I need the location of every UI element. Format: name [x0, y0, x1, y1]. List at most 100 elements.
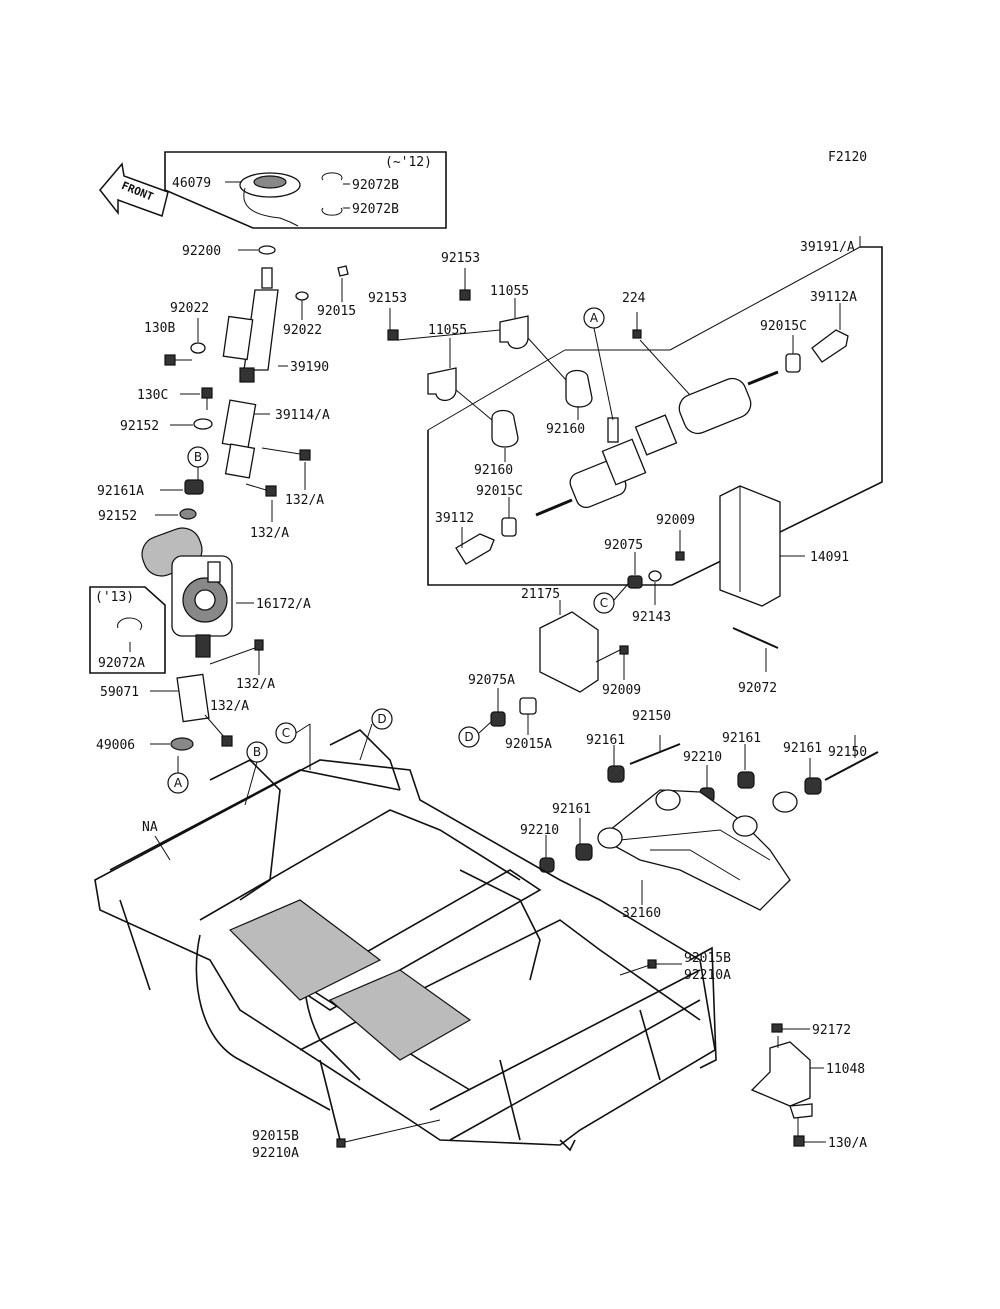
label-92160: 92160	[474, 463, 513, 478]
callout-D-frame: D	[371, 708, 393, 730]
label-130c: 130C	[137, 388, 168, 403]
label-49006: 49006	[96, 738, 135, 753]
label-39190: 39190	[290, 360, 329, 375]
label-21175: 21175	[521, 587, 560, 602]
frame-fasteners-left: 92015B 92210A	[252, 1119, 441, 1161]
lower-joint-group: 132/A 59071 132/A 49006	[96, 639, 275, 753]
label-16172a: 16172/A	[256, 597, 311, 612]
label-92152: 92152	[120, 419, 159, 434]
tie-rod-end-icon	[811, 329, 849, 363]
label-92161: 92161	[783, 741, 822, 756]
manual-pouch-icon	[719, 485, 781, 607]
tie-rod-end-icon	[455, 533, 495, 565]
callout-B-top: B	[187, 446, 209, 468]
label-92172: 92172	[812, 1023, 851, 1038]
label-92210: 92210	[683, 750, 722, 765]
label-92072a: 92072A	[98, 656, 145, 671]
label-92161: 92161	[552, 802, 591, 817]
clamp-icon	[427, 367, 457, 401]
clamp-icon	[499, 315, 529, 349]
label-92150: 92150	[632, 709, 671, 724]
steering-rack-group: 39191/A A 224 92015C 39112A 39112 92015C	[368, 236, 883, 586]
figure-code: F2120	[828, 150, 867, 165]
label-92075: 92075	[604, 538, 643, 553]
callout-B-frame: B	[246, 741, 268, 763]
label-92161: 92161	[722, 731, 761, 746]
label-11055: 11055	[428, 323, 467, 338]
callout-A-left: A	[167, 772, 189, 794]
bushing-icon	[565, 369, 593, 408]
controller-group: 92009 92075 92143 C 21175 92009 92075A 9…	[458, 513, 695, 752]
circlip-icon	[117, 617, 143, 631]
label-39114a: 39114/A	[275, 408, 330, 423]
label-39112: 39112	[435, 511, 474, 526]
label-92072b: 92072B	[352, 202, 399, 217]
ecu-icon	[539, 611, 599, 693]
label-92153: 92153	[441, 251, 480, 266]
callout-D-rack: D	[458, 726, 480, 748]
label-92210: 92210	[520, 823, 559, 838]
bracket-group: 92172 11048 130/A	[750, 1023, 867, 1151]
nut-icon	[337, 265, 349, 277]
label-92022: 92022	[283, 323, 322, 338]
power-steering-unit: 16172/A	[141, 527, 311, 658]
inset-box-early: (~'12) 46079 92072B 92072B	[164, 151, 447, 229]
front-arrow-icon: FRONT	[99, 162, 169, 217]
label-92015b: 92015B	[684, 951, 731, 966]
shaft-top-icon	[261, 267, 273, 289]
label-14091: 14091	[810, 550, 849, 565]
label-132a: 132/A	[236, 677, 275, 692]
label-130a: 130/A	[828, 1136, 867, 1151]
washer-icon	[258, 245, 276, 255]
label-92075a: 92075A	[468, 673, 515, 688]
label-92015c: 92015C	[476, 484, 523, 499]
label-92150: 92150	[828, 745, 867, 760]
speed-sensor-cap-icon	[239, 172, 301, 227]
label-92210a: 92210A	[252, 1146, 299, 1161]
label-92200: 92200	[182, 244, 221, 259]
svg-text:B: B	[194, 450, 202, 464]
year-note-late: ('13)	[95, 590, 134, 605]
label-130b: 130B	[144, 321, 175, 336]
owners-pouch-group: 14091 92072	[719, 485, 849, 696]
svg-text:B: B	[253, 745, 261, 759]
rack-and-pinion-icon	[535, 327, 779, 517]
a-arm-group: 92150 92150 92161 92161 92161 92161 9221…	[520, 709, 879, 921]
label-92161a: 92161A	[97, 484, 144, 499]
svg-text:D: D	[377, 712, 386, 726]
bushing-icon	[491, 409, 519, 448]
label-132a: 132/A	[210, 699, 249, 714]
label-39191a: 39191/A	[800, 240, 855, 255]
inset-box-late: ('13) 92072A	[89, 586, 166, 674]
svg-text:A: A	[174, 776, 183, 790]
label-92015c: 92015C	[760, 319, 807, 334]
label-46079: 46079	[172, 176, 211, 191]
circlip-icon	[321, 207, 343, 216]
callout-A-rack: A	[583, 307, 605, 329]
svg-text:C: C	[282, 726, 290, 740]
label-92009: 92009	[656, 513, 695, 528]
callout-C-rack: C	[593, 592, 615, 614]
svg-text:A: A	[590, 311, 599, 325]
label-92009: 92009	[602, 683, 641, 698]
label-92153: 92153	[368, 291, 407, 306]
label-92022: 92022	[170, 301, 209, 316]
label-39112a: 39112A	[810, 290, 857, 305]
label-92160: 92160	[546, 422, 585, 437]
universal-joint-icon	[221, 399, 257, 449]
label-92015: 92015	[317, 304, 356, 319]
label-132a: 132/A	[285, 493, 324, 508]
steering-column-group: 92200 92015 92022 92022 130B 39190 130C …	[97, 244, 356, 541]
circlip-icon	[321, 172, 343, 181]
label-92015b: 92015B	[252, 1129, 299, 1144]
label-11048: 11048	[826, 1062, 865, 1077]
a-arm-icon	[598, 789, 791, 911]
frame-fasteners-right: 92015B 92210A	[619, 951, 731, 983]
vehicle-frame-icon	[94, 729, 717, 1152]
universal-joint-icon	[176, 673, 210, 723]
label-92015a: 92015A	[505, 737, 552, 752]
label-59071: 59071	[100, 685, 139, 700]
label-na: NA	[142, 820, 158, 835]
